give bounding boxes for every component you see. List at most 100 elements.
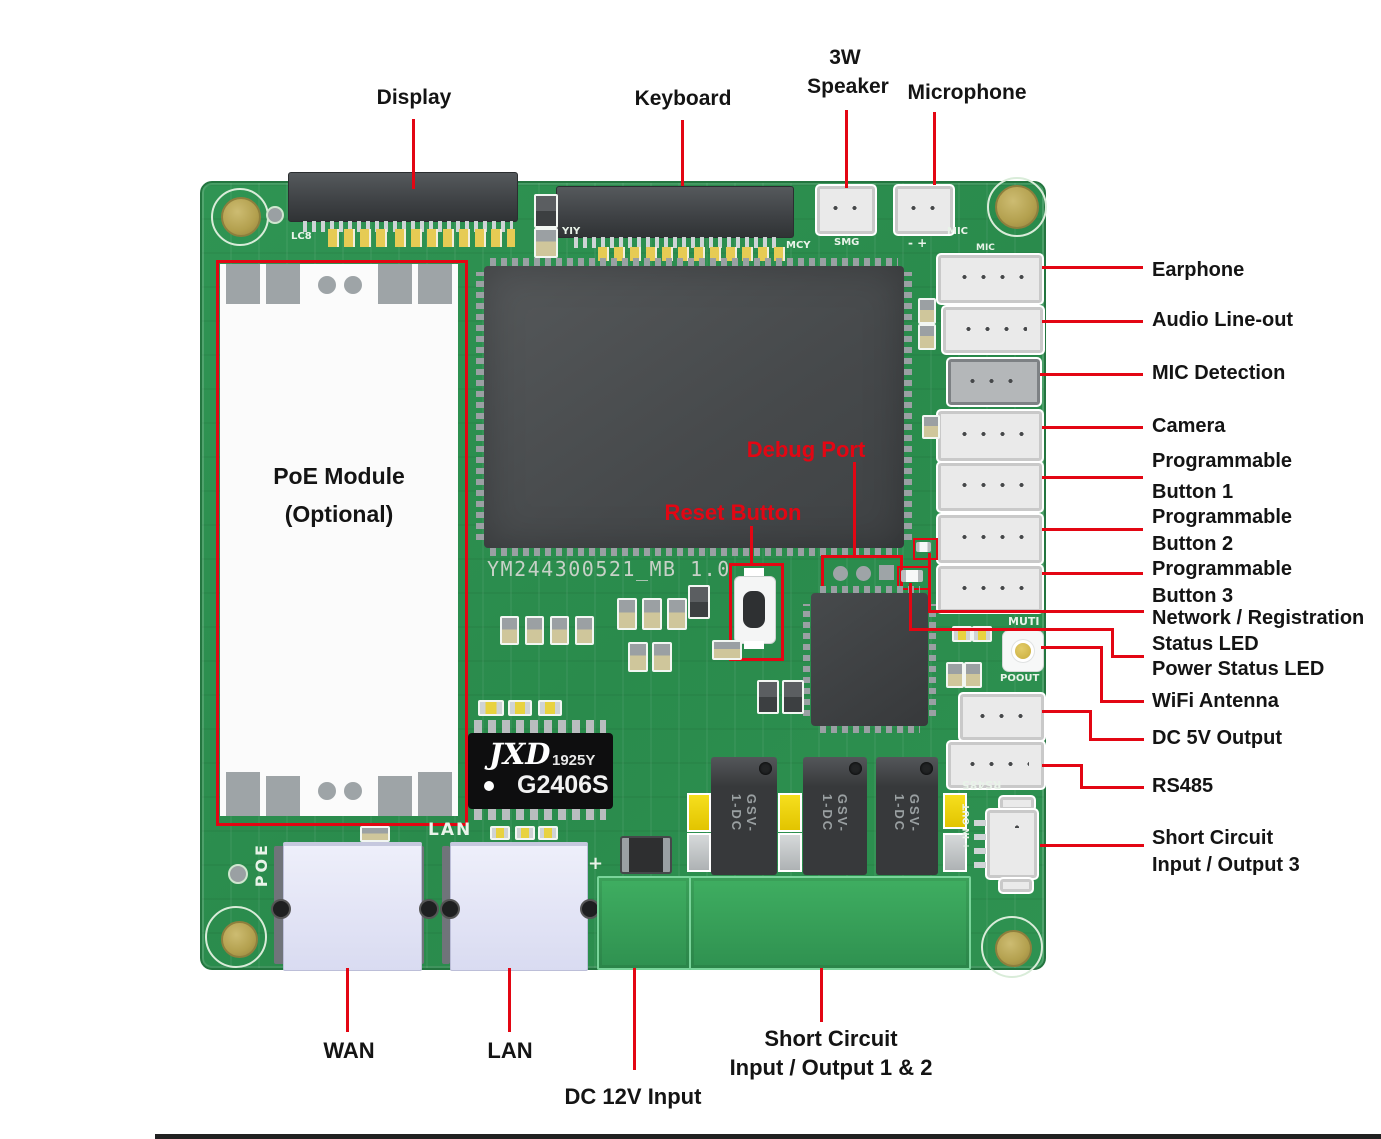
label-sc3-2: Input / Output 3 bbox=[1152, 854, 1300, 876]
smd-resistor bbox=[538, 826, 558, 840]
leader-debug bbox=[853, 462, 856, 556]
smd-component bbox=[500, 616, 519, 645]
leader-dc5v-h1 bbox=[1042, 710, 1092, 713]
qfn-pads bbox=[803, 604, 810, 716]
qfn-pads bbox=[929, 604, 936, 716]
soc-pads-left bbox=[476, 272, 485, 540]
relay-led bbox=[778, 793, 802, 832]
silk-yiy: YIY bbox=[562, 226, 581, 237]
smd-component bbox=[757, 680, 779, 714]
poe-pad bbox=[318, 276, 336, 294]
silk-muti: MUTI bbox=[1008, 615, 1040, 628]
poe-pad bbox=[344, 782, 362, 800]
leader-audio bbox=[1042, 320, 1143, 323]
leader-pwrled-h1 bbox=[909, 628, 1114, 631]
prog-button1-connector bbox=[936, 461, 1044, 513]
smd-component bbox=[688, 585, 710, 619]
leader-prog1 bbox=[1042, 476, 1143, 479]
leader-wifi-h2 bbox=[1100, 700, 1144, 703]
smd-component bbox=[360, 826, 390, 842]
leader-earphone bbox=[1042, 266, 1143, 269]
label-audio-lineout: Audio Line-out bbox=[1152, 309, 1294, 331]
leader-micdet bbox=[1040, 373, 1143, 376]
qfn-pads bbox=[820, 586, 920, 593]
prog-button2-connector bbox=[936, 513, 1044, 565]
rj45-pin bbox=[440, 899, 460, 919]
soc-module bbox=[484, 266, 904, 548]
label-prog3-2: Button 3 bbox=[1152, 585, 1234, 607]
wifi-antenna-connector bbox=[1002, 630, 1044, 672]
label-sc12-2: Input / Output 1 & 2 bbox=[729, 1055, 933, 1080]
jxd-brand-text: JXD bbox=[489, 737, 551, 771]
label-speaker-1: 3W bbox=[829, 46, 861, 69]
lan-port bbox=[450, 842, 588, 971]
leader-pwrled-riser bbox=[909, 583, 912, 631]
label-display: Display bbox=[376, 86, 452, 109]
poe-module-label: PoE Module bbox=[273, 463, 405, 489]
leader-pwrled-v bbox=[1111, 628, 1114, 658]
relay-led bbox=[943, 793, 967, 829]
dc5v-output-connector bbox=[958, 692, 1046, 742]
power-diode bbox=[620, 836, 672, 874]
label-prog3-1: Programmable bbox=[1152, 558, 1293, 580]
solder-pads bbox=[395, 229, 515, 247]
leader-netled bbox=[928, 610, 1144, 613]
smd-resistor bbox=[515, 826, 535, 840]
silk-in-out: + IN OUT bbox=[962, 804, 972, 850]
camera-connector bbox=[936, 409, 1044, 463]
leader-sc12 bbox=[820, 968, 823, 1022]
poe-pad bbox=[266, 264, 300, 304]
prog-button3-connector bbox=[936, 564, 1044, 614]
leader-pwrled-h2 bbox=[1111, 655, 1144, 658]
silk-poout: POOUT bbox=[1000, 673, 1040, 684]
label-camera: Camera bbox=[1152, 415, 1226, 437]
smd-component bbox=[918, 298, 936, 324]
mount-ring-tr bbox=[987, 177, 1047, 237]
leader-reset bbox=[750, 526, 753, 564]
network-led-outline bbox=[913, 538, 938, 560]
silk-lan: LAN bbox=[428, 820, 473, 840]
smd-component bbox=[617, 598, 637, 630]
keyboard-connector bbox=[556, 186, 794, 238]
mic-detection-connector bbox=[946, 357, 1042, 407]
leader-display bbox=[412, 119, 415, 189]
rj45-pin bbox=[419, 899, 439, 919]
silk-plus: + bbox=[588, 853, 604, 874]
io3-tab bbox=[998, 877, 1034, 894]
jxd-chip bbox=[468, 733, 613, 809]
rs485-connector bbox=[946, 740, 1046, 790]
label-speaker-2: Speaker bbox=[807, 75, 889, 98]
label-rs485: RS485 bbox=[1152, 775, 1214, 797]
io3-pins bbox=[974, 816, 986, 868]
relay-2: GSV-1-DC bbox=[803, 757, 867, 875]
smd-component bbox=[628, 642, 648, 672]
label-prog2-1: Programmable bbox=[1152, 506, 1293, 528]
label-sc12-1: Short Circuit bbox=[764, 1026, 898, 1051]
smd-component bbox=[642, 598, 662, 630]
leader-prog3 bbox=[1042, 572, 1143, 575]
poe-pad bbox=[418, 264, 452, 304]
label-debug-port: Debug Port bbox=[746, 437, 866, 462]
wan-port bbox=[283, 842, 422, 971]
poe-pad bbox=[378, 776, 412, 816]
poe-pad bbox=[344, 276, 362, 294]
solder-pads bbox=[598, 247, 788, 261]
poe-optional-label: (Optional) bbox=[284, 501, 394, 527]
smd-component bbox=[964, 662, 982, 688]
label-sc3-1: Short Circuit bbox=[1152, 827, 1274, 849]
debug-pad bbox=[856, 566, 871, 581]
smd-resistor bbox=[490, 826, 510, 840]
smd-component bbox=[918, 324, 936, 350]
network-status-led bbox=[916, 542, 931, 552]
audio-lineout-connector bbox=[941, 305, 1045, 355]
label-netled-1: Network / Registration bbox=[1152, 607, 1365, 629]
leader-rs485-v bbox=[1080, 764, 1083, 789]
label-mic-detection: MIC Detection bbox=[1152, 362, 1286, 384]
silk-mic: MIC bbox=[947, 226, 969, 237]
qfn-chip bbox=[811, 593, 928, 726]
capacitor bbox=[778, 833, 802, 872]
keyboard-connector-legs bbox=[574, 237, 776, 248]
label-wan: WAN bbox=[323, 1038, 375, 1063]
smd-resistor bbox=[478, 700, 504, 716]
smd-component bbox=[575, 616, 594, 645]
